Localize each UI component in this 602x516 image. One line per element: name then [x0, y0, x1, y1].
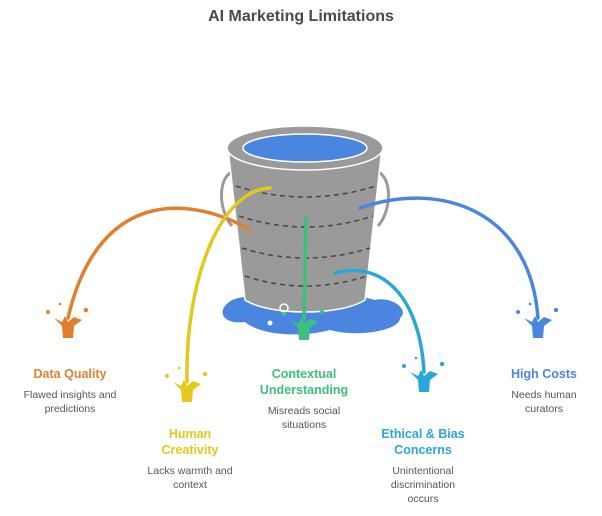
title-line: High Costs: [511, 367, 577, 381]
splash-droplet: [294, 304, 298, 308]
splash-droplet: [528, 302, 532, 306]
description-line: Unintentional: [392, 465, 454, 477]
bubble: [267, 320, 273, 326]
title-line: Concerns: [394, 443, 452, 457]
title-line: Contextual: [271, 367, 337, 381]
ethical-bias-description: Unintentional discrimination occurs: [358, 464, 488, 506]
data-quality-description: Flawed insights and predictions: [10, 388, 130, 416]
splash-droplet: [402, 364, 406, 368]
splash-droplet: [319, 309, 325, 315]
human-creativity-description: Lacks warmth and context: [130, 464, 250, 492]
bucket-handle: [376, 170, 390, 227]
splash-droplet: [553, 307, 559, 313]
description-line: occurs: [407, 493, 439, 505]
description-line: Flawed insights and: [23, 389, 117, 401]
high-costs-title: High Costs: [484, 366, 602, 382]
splash-droplet: [58, 302, 62, 306]
splash-droplet: [177, 366, 181, 370]
bucket-water: [242, 133, 368, 163]
diagram-title: AI Marketing Limitations: [208, 8, 394, 25]
high-costs-description: Needs human curators: [484, 388, 602, 416]
contextual-understanding-splash-icon: [290, 318, 318, 340]
title-line: Creativity: [161, 443, 219, 457]
bucket-band: [244, 275, 368, 287]
human-creativity-splash-icon: [173, 380, 201, 402]
human-creativity-stream: [185, 186, 272, 384]
splash-droplet: [202, 371, 208, 377]
description-line: situations: [281, 419, 327, 431]
data-quality-stream: [66, 206, 252, 320]
water-puddle-drop: [340, 327, 364, 333]
description-line: Misreads social: [267, 405, 341, 417]
splash-droplet: [282, 312, 286, 316]
splash-droplet: [83, 307, 89, 313]
high-costs-splash-icon: [524, 316, 552, 338]
title-line: Ethical & Bias: [381, 427, 465, 441]
description-line: Lacks warmth and: [147, 465, 233, 477]
splash-droplet: [165, 374, 169, 378]
splash-droplet: [439, 361, 445, 367]
ethical-bias-stream: [333, 268, 426, 374]
splash-droplet: [46, 310, 50, 314]
ethical-bias-splash-icon: [410, 370, 438, 392]
title-line: Understanding: [259, 383, 349, 397]
description-line: Needs human: [511, 389, 577, 401]
contextual-understanding-description: Misreads social situations: [244, 404, 364, 432]
title-line: Human: [168, 427, 212, 441]
data-quality-title: Data Quality: [10, 366, 130, 382]
data-quality-splash-icon: [54, 316, 82, 338]
title-line: Data Quality: [33, 367, 107, 381]
description-line: predictions: [44, 403, 96, 415]
description-line: context: [173, 479, 207, 491]
description-line: discrimination: [390, 479, 456, 491]
splash-droplet: [516, 310, 520, 314]
contextual-understanding-stream: [302, 216, 308, 322]
high-costs-stream: [358, 196, 540, 320]
description-line: curators: [525, 403, 563, 415]
splash-droplet: [414, 356, 418, 360]
